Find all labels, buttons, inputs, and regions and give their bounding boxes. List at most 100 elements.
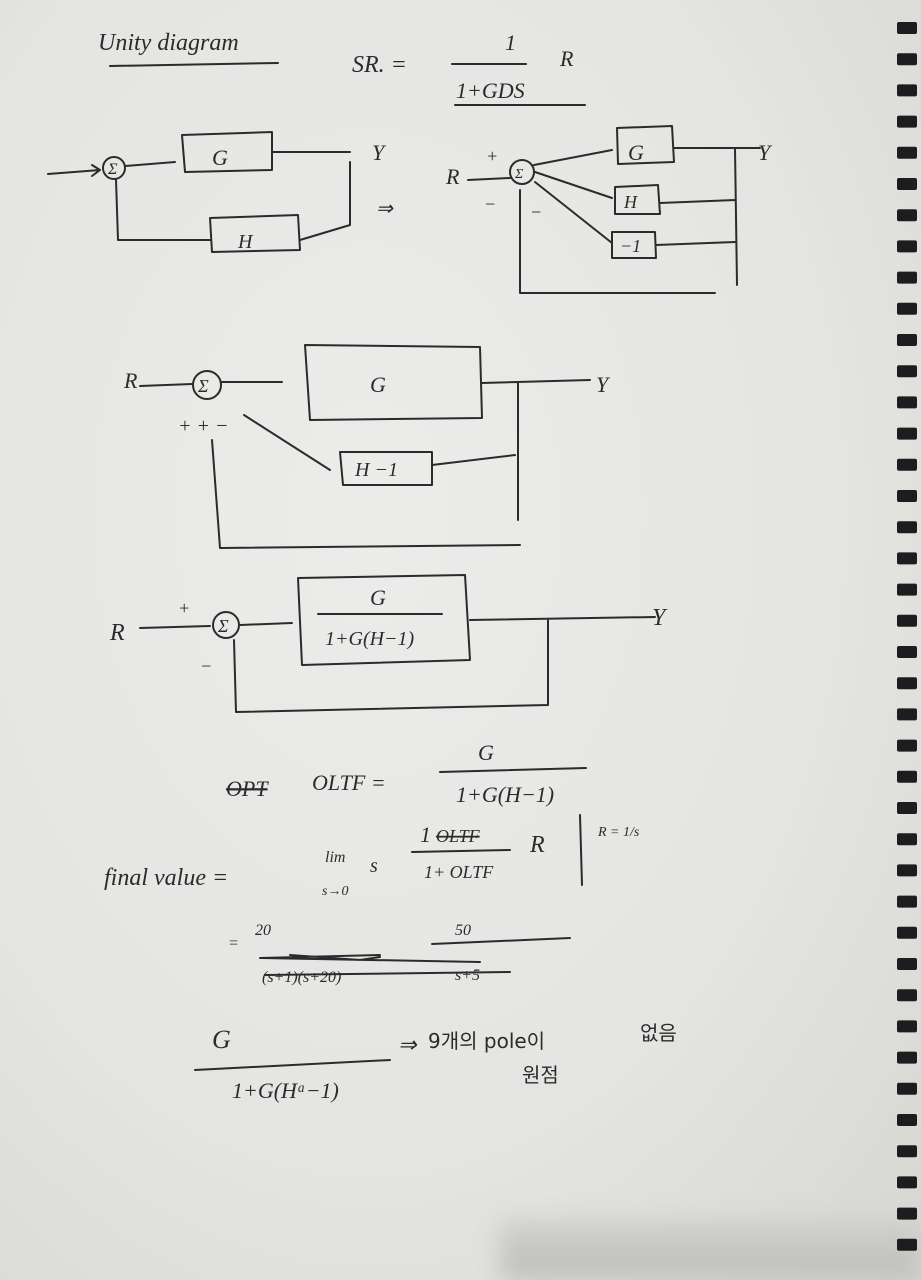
binding-ring [897, 833, 917, 846]
sum-symbol: Σ [514, 167, 524, 182]
binding-ring [897, 739, 917, 752]
input-r: R [123, 368, 138, 393]
binding-ring [897, 1238, 917, 1251]
binding-ring [897, 958, 917, 970]
plus-sign: + [486, 146, 498, 166]
binding-ring [897, 614, 917, 627]
conclusion: G 1+G(Hᵃ−1) ⇒ 9개의 pole이 없음 원점 [194, 1021, 677, 1103]
block-g: G [212, 145, 228, 170]
sr-numerator: 1 [505, 30, 516, 55]
binding-ring [897, 396, 917, 409]
minus-sign: − [200, 656, 212, 676]
oltf-label: OLTF = [312, 770, 386, 795]
steady-state-equation: SR. = 1 1+GDS R [352, 30, 586, 106]
block-diagram-4: R + − Σ G 1+G(H−1) Y [109, 574, 668, 713]
output-y: Y [758, 140, 773, 165]
korean-note-3: 원점 [522, 1063, 559, 1087]
numerator-50: 50 [455, 922, 471, 939]
input-r: R [445, 164, 460, 189]
denominator-2: s+5 [455, 967, 480, 984]
equals: = [228, 935, 239, 952]
tf-numerator: G [370, 585, 386, 610]
oltf-equation: OPT OLTF = G 1+G(H−1) [226, 740, 587, 807]
binding-ring [897, 1207, 917, 1220]
binding-ring [897, 53, 917, 66]
fv-denominator: 1+ OLTF [424, 862, 494, 882]
binding-ring [897, 1176, 917, 1189]
binding-ring [897, 1145, 917, 1158]
minus-sign: − [530, 202, 542, 222]
block-h-minus-1: H −1 [354, 459, 398, 481]
binding-ring [897, 770, 917, 783]
block-diagram-3: R Σ + + − G H −1 Y [123, 344, 611, 549]
block-diagram-2: R + − − Σ G H −1 Y [445, 125, 773, 294]
summing-junction [102, 156, 126, 180]
sr-denominator: 1+GDS [456, 78, 525, 103]
output-y: Y [652, 605, 668, 631]
block-minus-one: −1 [620, 236, 641, 256]
korean-note-1: 9개의 pole이 [428, 1029, 545, 1053]
sr-lhs: SR. = [352, 52, 407, 78]
struck-text: OLTF [436, 826, 481, 846]
binding-ring [897, 84, 917, 97]
block-h: H [623, 192, 638, 212]
lim: lim [325, 849, 345, 866]
binding-ring [897, 427, 917, 440]
s-variable: s [370, 855, 378, 877]
binding-ring [897, 178, 917, 190]
sum-symbol: Σ [107, 161, 118, 178]
block-h: H [237, 231, 254, 253]
fv-factor: R [529, 832, 545, 858]
implies-arrow: ⇒ [398, 1032, 418, 1057]
binding-ring [897, 552, 917, 565]
output-y: Y [596, 372, 611, 397]
block-g: G [370, 372, 386, 397]
binding-ring [897, 521, 917, 534]
binding-ring [897, 802, 917, 814]
final-value-equation: final value = lim s→0 s 1 OLTF 1+ OLTF R… [104, 814, 640, 899]
binding-ring [897, 926, 917, 939]
struck-text: OPT [226, 776, 269, 801]
spiral-binding [897, 22, 917, 1251]
binding-ring [897, 22, 917, 34]
binding-ring [897, 365, 917, 378]
fv-condition: R = 1/s [597, 825, 640, 840]
implies-arrow: ⇒ [376, 198, 394, 220]
minus-sign: − [484, 194, 496, 214]
sum-symbol: Σ [197, 376, 209, 396]
fv-numerator: 1 [420, 822, 431, 847]
oltf-numerator: G [478, 740, 494, 765]
conclusion-numerator: G [212, 1025, 231, 1054]
binding-ring [897, 895, 917, 908]
title: Unity diagram [98, 30, 239, 56]
binding-ring [897, 490, 917, 502]
binding-ring [897, 302, 917, 315]
binding-ring [897, 677, 917, 690]
binding-ring [897, 864, 917, 877]
page-shadow [500, 1220, 921, 1280]
binding-ring [897, 989, 917, 1002]
sum-signs: + + − [178, 415, 229, 437]
binding-ring [897, 1082, 917, 1095]
binding-ring [897, 458, 917, 471]
tf-denominator: 1+G(H−1) [325, 628, 415, 650]
korean-note-2: 없음 [640, 1021, 677, 1045]
conclusion-denominator: 1+G(Hᵃ−1) [232, 1078, 339, 1103]
binding-ring [897, 583, 917, 596]
output-y: Y [372, 140, 387, 165]
binding-ring [897, 1114, 917, 1126]
block-g: G [628, 140, 644, 165]
block-diagram-1: Σ G H Y ⇒ [47, 131, 394, 253]
sr-factor: R [559, 46, 574, 71]
lim-subscript: s→0 [322, 884, 348, 899]
sum-symbol: Σ [217, 616, 229, 636]
denominator-1: (s+1)(s+20) [262, 969, 341, 986]
final-value-label: final value = [104, 865, 228, 891]
binding-ring [897, 708, 917, 721]
scratch-work: = 20 50 (s+1)(s+20) s+5 [228, 922, 571, 986]
summing-junction [192, 370, 222, 400]
plus-sign: + [178, 598, 190, 618]
oltf-denominator: 1+G(H−1) [456, 782, 554, 807]
